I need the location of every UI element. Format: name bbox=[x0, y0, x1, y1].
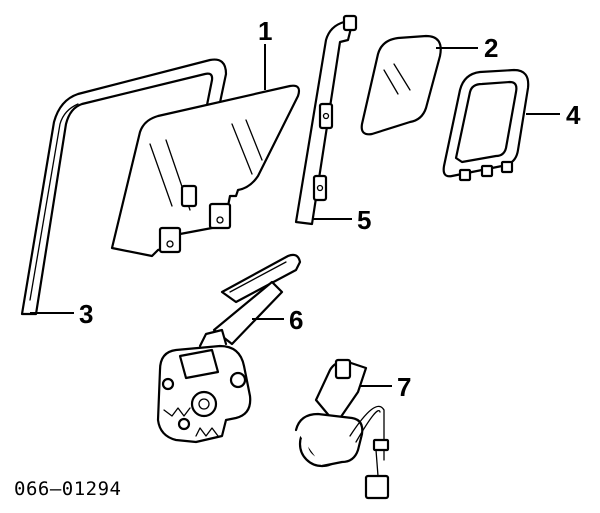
callout-4: 4 bbox=[566, 100, 581, 130]
callout-6: 6 bbox=[289, 305, 303, 335]
callout-3: 3 bbox=[79, 299, 93, 329]
part-6-regulator bbox=[156, 253, 302, 444]
part-4-seal bbox=[442, 68, 530, 182]
callout-7: 7 bbox=[397, 372, 411, 402]
figure-code: 066–01294 bbox=[14, 478, 122, 500]
callout-1: 1 bbox=[258, 16, 272, 46]
part-1-door-glass bbox=[110, 84, 301, 258]
part-2-quarter-glass bbox=[360, 34, 442, 136]
callout-5: 5 bbox=[357, 205, 371, 235]
leader-lines bbox=[30, 44, 560, 387]
part-5-center-channel bbox=[294, 14, 358, 226]
part-7-motor bbox=[294, 358, 390, 500]
callout-2: 2 bbox=[484, 33, 498, 63]
